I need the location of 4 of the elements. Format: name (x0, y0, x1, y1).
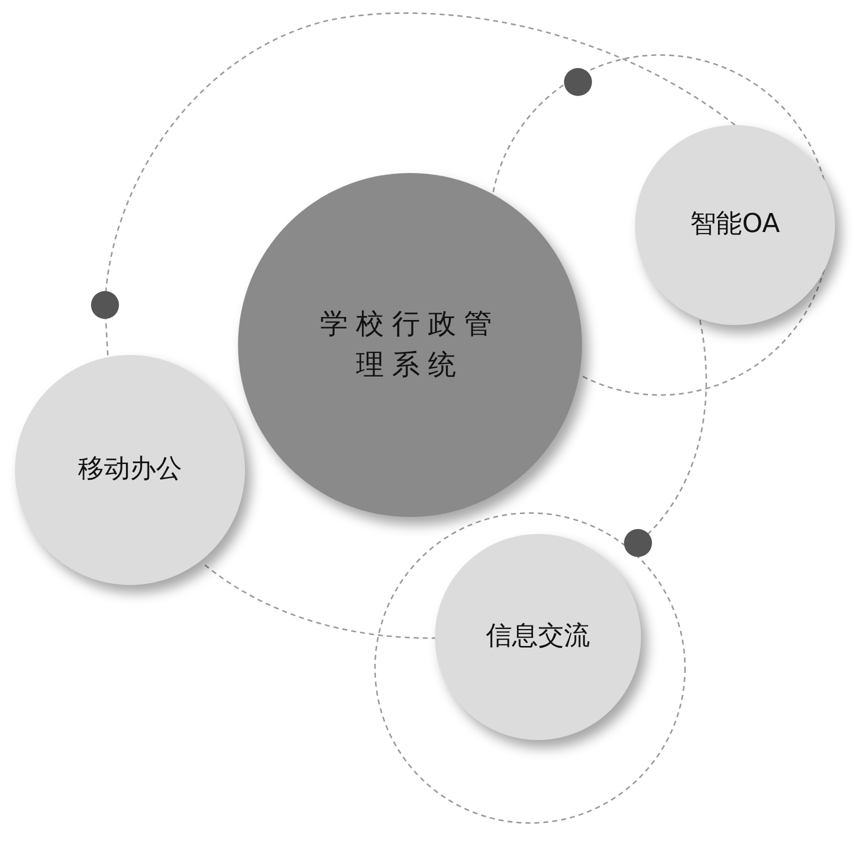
circle-label: 智能OA (690, 208, 780, 242)
circle-label: 移动办公 (78, 453, 182, 486)
circle-label: 学校行政管理系统 (319, 306, 501, 383)
circle-label: 信息交流 (486, 620, 590, 654)
